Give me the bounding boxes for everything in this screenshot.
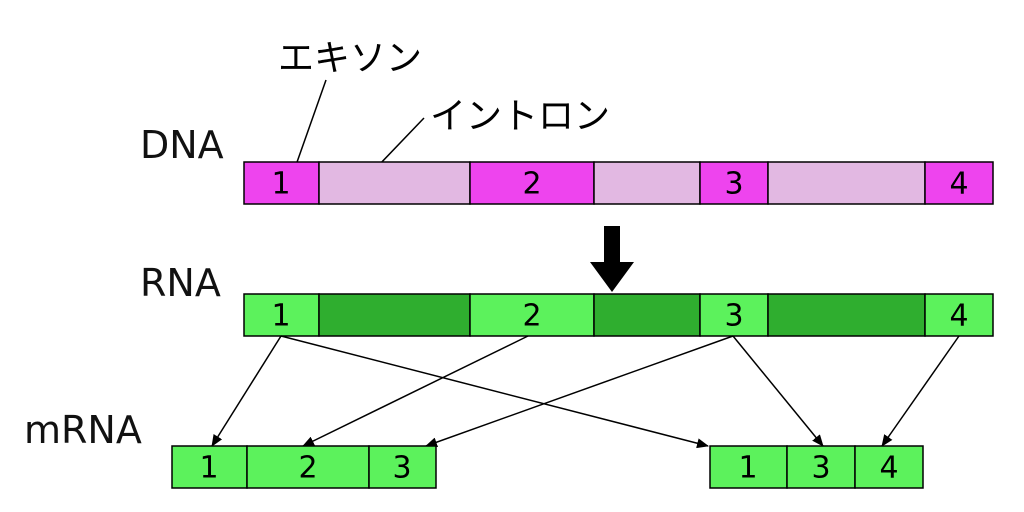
dna-exon-4 bbox=[924, 161, 994, 205]
arrow-rna1-to-a1 bbox=[211, 335, 282, 447]
arrow-rna2-to-a2 bbox=[302, 335, 529, 447]
rna-intron-2 bbox=[593, 293, 701, 337]
mrna-b-exon-3-number: 3 bbox=[811, 451, 830, 486]
dna-intron-1 bbox=[318, 161, 471, 205]
arrow-rna3-to-a3 bbox=[425, 335, 734, 447]
rna-intron-3 bbox=[767, 293, 926, 337]
dna-exon-3 bbox=[699, 161, 769, 205]
rna-exon-2-number: 2 bbox=[522, 299, 541, 334]
dna-row: 1 2 3 4 bbox=[243, 161, 994, 205]
dna-intron-3 bbox=[767, 161, 926, 205]
rna-row: 1 2 3 4 bbox=[243, 293, 994, 337]
rna-exon-3-number: 3 bbox=[724, 299, 743, 334]
mrna-b-exon-1 bbox=[709, 445, 788, 489]
rna-exon-4 bbox=[924, 293, 994, 337]
exon-pointer-line bbox=[295, 79, 327, 166]
splicing-arrows bbox=[211, 335, 960, 449]
mrna-a-exon-2 bbox=[246, 445, 370, 489]
rna-exon-3 bbox=[699, 293, 769, 337]
arrow-rna1-to-b1 bbox=[280, 335, 709, 449]
mrna-variant-a: 1 2 3 bbox=[171, 445, 437, 489]
rna-exon-4-number: 4 bbox=[949, 299, 968, 334]
rna-exon-1-number: 1 bbox=[271, 299, 290, 334]
dna-exon-4-number: 4 bbox=[949, 167, 968, 202]
dna-exon-1 bbox=[243, 161, 320, 205]
rna-exon-2 bbox=[469, 293, 595, 337]
transcription-arrow bbox=[590, 226, 634, 292]
dna-exon-3-number: 3 bbox=[724, 167, 743, 202]
mrna-a-exon-3-number: 3 bbox=[392, 451, 411, 486]
mrna-a-exon-2-number: 2 bbox=[298, 451, 317, 486]
dna-intron-2 bbox=[593, 161, 701, 205]
mrna-b-exon-1-number: 1 bbox=[738, 451, 757, 486]
mrna-a-exon-1 bbox=[171, 445, 248, 489]
mrna-variant-b: 1 3 4 bbox=[709, 445, 924, 489]
intron-annotation: イントロン bbox=[430, 96, 610, 137]
mrna-b-exon-4 bbox=[854, 445, 924, 489]
mrna-a-exon-1-number: 1 bbox=[199, 451, 218, 486]
dna-exon-2 bbox=[469, 161, 595, 205]
mrna-b-exon-4-number: 4 bbox=[879, 451, 898, 486]
arrow-rna4-to-b4 bbox=[881, 335, 960, 447]
rna-intron-1 bbox=[318, 293, 471, 337]
arrow-rna3-to-b3 bbox=[732, 335, 824, 447]
exon-annotation: エキソン bbox=[278, 38, 422, 79]
dna-exon-2-number: 2 bbox=[522, 167, 541, 202]
mrna-a-exon-3 bbox=[368, 445, 437, 489]
dna-exon-1-number: 1 bbox=[271, 167, 290, 202]
intron-pointer-line bbox=[377, 117, 425, 167]
dna-label: DNA bbox=[140, 123, 224, 167]
rna-label: RNA bbox=[140, 261, 221, 305]
mrna-label: mRNA bbox=[24, 408, 142, 452]
